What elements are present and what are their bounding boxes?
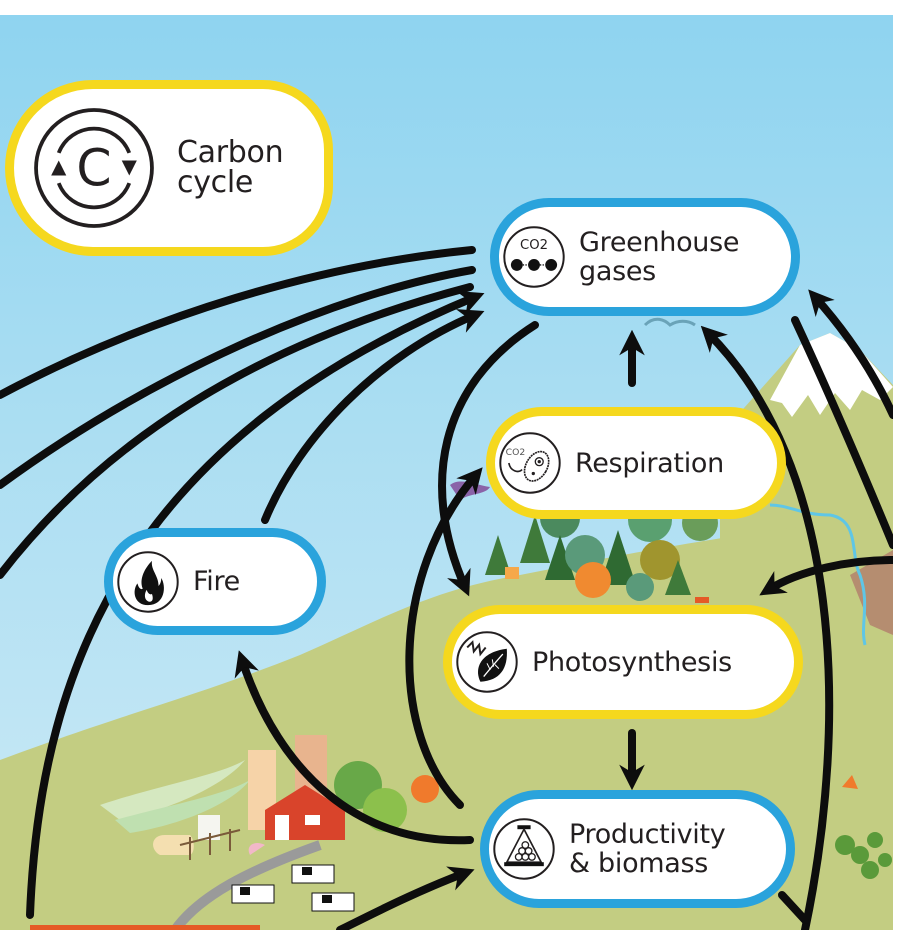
- arrow-offright-top-to-ghg: [808, 289, 893, 419]
- microbe-co2-icon: CO2: [499, 432, 561, 494]
- fire-label: Fire: [193, 566, 240, 597]
- arrow-ghg-to-photo: [438, 321, 539, 597]
- arrow-fire-to-ghg: [261, 309, 485, 524]
- node-productivity-biomass[interactable]: Productivity & biomass: [480, 790, 795, 908]
- carbon-cycle-diagram: C Carbon cycle CO2 Greenhouse gases CO2: [0, 15, 893, 930]
- arrow-offright-to-photo: [759, 556, 893, 596]
- svg-text:CO2: CO2: [506, 447, 526, 458]
- productivity-biomass-label-line2: & biomass: [569, 848, 709, 879]
- red-strip: [30, 925, 260, 930]
- flame-icon: [117, 550, 179, 613]
- photosynthesis-label: Photosynthesis: [532, 646, 732, 678]
- co2-molecule-icon: CO2: [503, 226, 565, 288]
- greenhouse-gases-label-line2: gases: [579, 256, 656, 287]
- arrow-prod-down-right: [778, 891, 809, 924]
- flow-arrows: [0, 246, 893, 930]
- greenhouse-gases-label-line1: Greenhouse: [579, 227, 740, 258]
- carbon-cycle-badge: C Carbon cycle: [5, 80, 333, 256]
- node-greenhouse-gases[interactable]: CO2 Greenhouse gases: [490, 198, 800, 316]
- respiration-label: Respiration: [575, 447, 724, 479]
- arrow-prod-to-resp: [405, 467, 483, 809]
- arrow-offleft1-to-ghg: [0, 246, 476, 399]
- carbon-cycle-icon: C: [34, 108, 154, 228]
- svg-text:CO2: CO2: [520, 238, 548, 253]
- rock: [850, 550, 893, 635]
- arrow-offleft2-to-ghg: [0, 266, 476, 489]
- arrow-offbottom-to-prod: [336, 866, 475, 930]
- bird: [643, 317, 696, 327]
- arrow-prod-to-fire: [234, 650, 474, 845]
- svg-text:C: C: [76, 139, 111, 198]
- productivity-biomass-label: Productivity & biomass: [569, 819, 726, 879]
- node-fire[interactable]: Fire: [104, 528, 326, 635]
- carbon-cycle-label-line2: cycle: [177, 165, 254, 200]
- arrow-ghg-down-right: [791, 316, 893, 549]
- node-respiration[interactable]: CO2 Respiration: [486, 407, 786, 519]
- river: [769, 503, 867, 646]
- greenhouse-gases-label: Greenhouse gases: [579, 228, 739, 286]
- shrubs: [835, 775, 892, 879]
- arrow-left-to-ghg-2: [0, 283, 474, 579]
- leaf-sunlight-icon: [456, 631, 518, 693]
- arrow-offbottomright-to-ghg: [700, 325, 834, 930]
- node-photosynthesis[interactable]: Photosynthesis: [443, 605, 803, 719]
- carbon-cycle-label: Carbon cycle: [177, 135, 284, 200]
- productivity-biomass-label-line1: Productivity: [569, 819, 726, 850]
- carbon-cycle-label-line1: Carbon: [177, 135, 284, 170]
- biomass-scale-icon: [493, 818, 555, 880]
